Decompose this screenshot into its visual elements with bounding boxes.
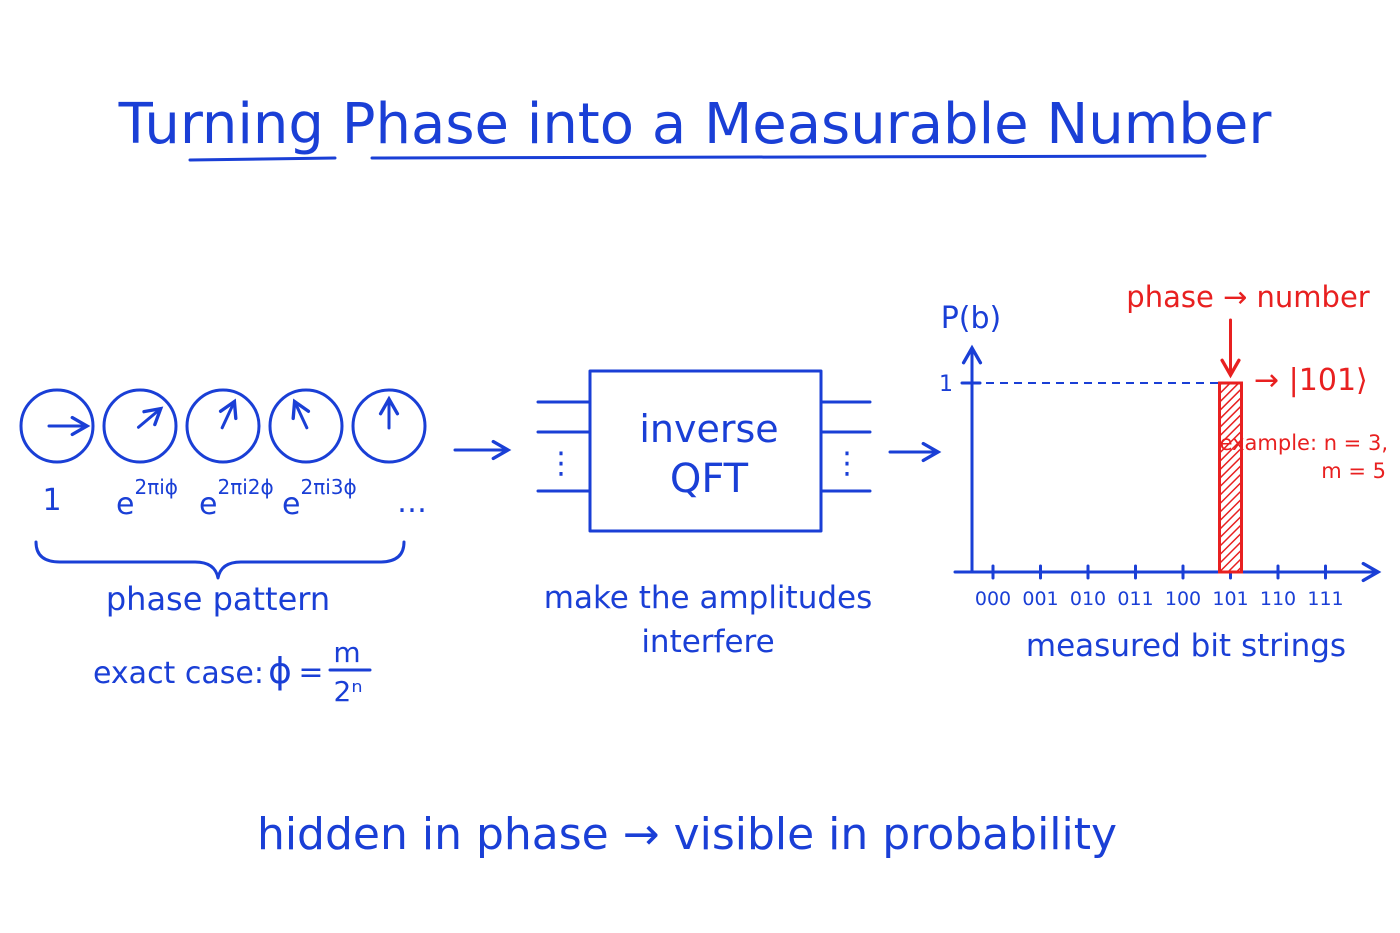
- x-axis-label: measured bit strings: [1026, 628, 1346, 664]
- phasor: [351, 388, 427, 464]
- x-tick-label: 110: [1260, 588, 1296, 610]
- phasor: e2πiϕ: [102, 388, 178, 522]
- equals-sign: =: [298, 655, 323, 690]
- phasor-label: e2πi2ϕ: [199, 475, 274, 522]
- qft-label-line1: inverse: [639, 407, 778, 451]
- ket-annotation: → |101⟩: [1254, 363, 1368, 398]
- qft-caption-line1: make the amplitudes: [544, 580, 873, 616]
- example-line2: m = 5: [1321, 459, 1386, 483]
- phasor: 1: [19, 388, 95, 518]
- phasor-arrow: [291, 398, 311, 430]
- phasor-circle: [185, 388, 261, 464]
- x-tick-label: 101: [1212, 588, 1248, 610]
- phasor: e2πi2ϕ: [185, 388, 274, 522]
- y-axis-label: P(b): [941, 301, 1002, 336]
- phasor-ellipsis: …: [397, 485, 427, 520]
- phasor-label: e2πi3ϕ: [282, 475, 357, 522]
- example-line1: example: n = 3,: [1220, 431, 1388, 455]
- phasor-circle: [102, 388, 178, 464]
- x-tick-label: 111: [1307, 588, 1343, 610]
- x-tick-label: 001: [1022, 588, 1058, 610]
- phasor-label: e2πiϕ: [116, 475, 178, 522]
- phasor: e2πi3ϕ: [268, 388, 357, 522]
- x-tick-label: 011: [1117, 588, 1153, 610]
- x-tick-label: 100: [1165, 588, 1201, 610]
- phasor-circle: [351, 388, 427, 464]
- phase-pattern-brace: [34, 540, 406, 580]
- x-tick-label: 000: [975, 588, 1011, 610]
- footer-caption: hidden in phase → visible in probability: [257, 809, 1117, 860]
- qft-input-dots: ⋮: [546, 446, 576, 481]
- bar: [1218, 381, 1243, 574]
- phasor-arrow: [218, 398, 238, 430]
- qft-output-wires: [819, 400, 872, 493]
- fraction-numerator: m: [333, 636, 360, 669]
- phi-symbol: ϕ: [268, 651, 292, 692]
- page-title: Turning Phase into a Measurable Number: [118, 92, 1273, 157]
- x-tick-label: 010: [1070, 588, 1106, 610]
- qft-box: [588, 369, 823, 533]
- qft-output-dots: ⋮: [832, 446, 862, 481]
- exact-case-label: exact case:: [93, 656, 264, 691]
- y-tick-label: 1: [939, 372, 953, 397]
- qft-caption-line2: interfere: [641, 624, 774, 660]
- qft-label-line2: QFT: [670, 456, 749, 502]
- phase-number-annotation: phase → number: [1126, 280, 1370, 314]
- phasor-arrow: [136, 406, 164, 429]
- qft-input-wires: [536, 400, 592, 493]
- phasor-circle: [268, 388, 344, 464]
- title-underline: [188, 154, 1207, 162]
- fraction-denominator: 2ⁿ: [334, 675, 363, 708]
- phase-pattern-caption: phase pattern: [106, 580, 330, 618]
- phasor-circle: [19, 388, 95, 464]
- phasor-label: 1: [42, 483, 61, 518]
